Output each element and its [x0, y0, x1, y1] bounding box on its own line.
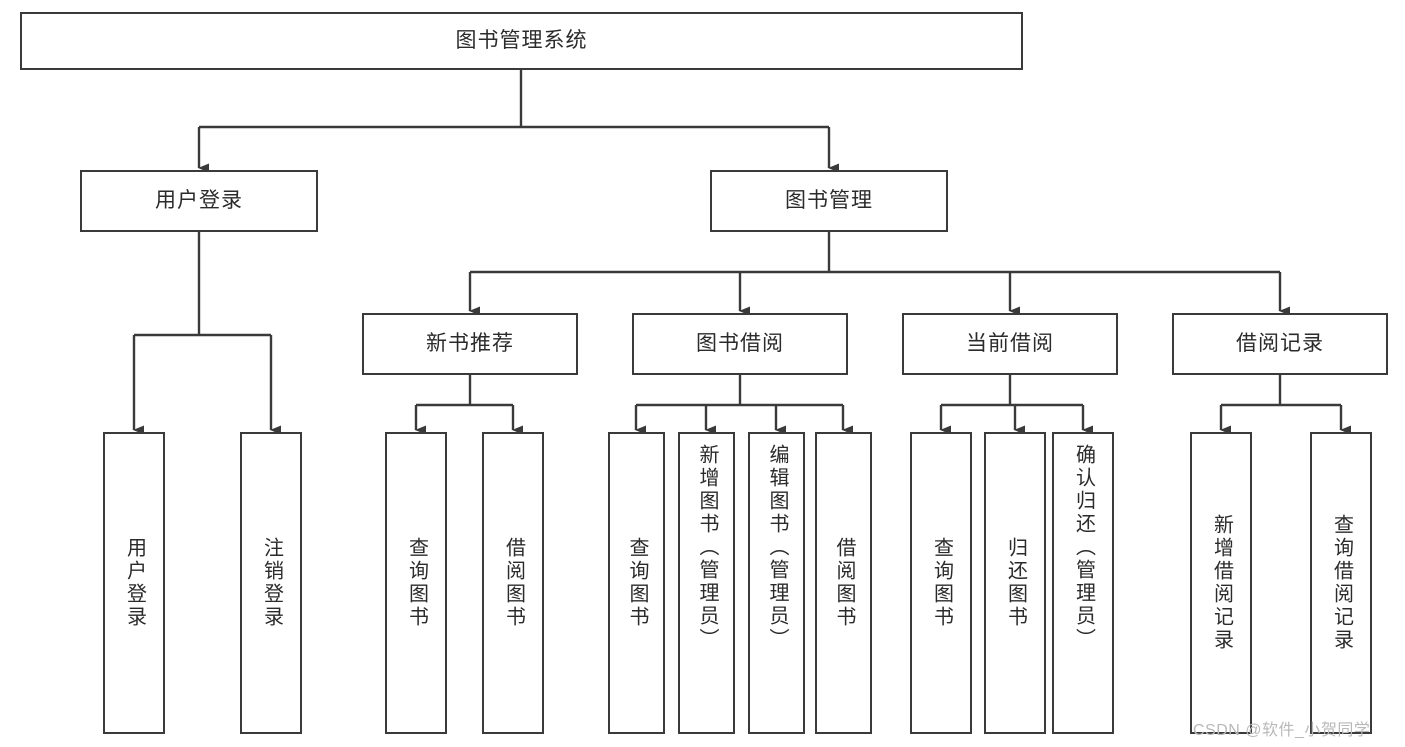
- node-leaf-borrow-book-rec[interactable]: 借阅图书: [482, 432, 544, 734]
- node-label: 编辑图书（管理员）: [766, 444, 788, 651]
- node-label: 注销登录: [260, 537, 283, 629]
- node-label: 查询图书: [930, 537, 953, 629]
- node-label: 借阅图书: [502, 537, 525, 629]
- node-leaf-query-borrow-record[interactable]: 查询借阅记录: [1310, 432, 1372, 734]
- node-label: 借阅图书: [833, 537, 855, 629]
- node-leaf-borrow-book[interactable]: 借阅图书: [815, 432, 872, 734]
- node-label: 确认归还（管理员）: [1072, 444, 1095, 651]
- csdn-watermark: CSDN @软件_小贺同学: [1193, 722, 1371, 739]
- node-label: 图书借阅: [696, 332, 784, 356]
- node-book-borrow[interactable]: 图书借阅: [632, 313, 848, 375]
- node-label: 新增借阅记录: [1210, 514, 1233, 652]
- node-leaf-edit-book-admin[interactable]: 编辑图书（管理员）: [748, 432, 805, 734]
- node-label: 当前借阅: [966, 332, 1054, 356]
- node-label: 新增图书（管理员）: [696, 444, 718, 651]
- node-user-login[interactable]: 用户登录: [80, 170, 318, 232]
- node-leaf-add-book-admin[interactable]: 新增图书（管理员）: [678, 432, 735, 734]
- node-root[interactable]: 图书管理系统: [20, 12, 1023, 70]
- node-new-book-recommend[interactable]: 新书推荐: [362, 313, 578, 375]
- node-label: 查询图书: [626, 537, 648, 629]
- node-label: 查询图书: [405, 537, 428, 629]
- node-label: 用户登录: [155, 189, 243, 213]
- node-label: 归还图书: [1004, 537, 1027, 629]
- node-leaf-return-book[interactable]: 归还图书: [984, 432, 1046, 734]
- node-label: 图书管理: [785, 189, 873, 213]
- node-label: 借阅记录: [1236, 332, 1324, 356]
- node-leaf-confirm-return-admin[interactable]: 确认归还（管理员）: [1052, 432, 1114, 734]
- node-leaf-query-book-rec[interactable]: 查询图书: [385, 432, 447, 734]
- node-label: 图书管理系统: [455, 29, 588, 53]
- node-borrow-record[interactable]: 借阅记录: [1172, 313, 1388, 375]
- node-current-borrow[interactable]: 当前借阅: [902, 313, 1118, 375]
- node-book-manage[interactable]: 图书管理: [710, 170, 948, 232]
- node-leaf-logout[interactable]: 注销登录: [240, 432, 302, 734]
- node-leaf-user-login[interactable]: 用户登录: [103, 432, 165, 734]
- node-leaf-query-book-current[interactable]: 查询图书: [910, 432, 972, 734]
- node-label: 新书推荐: [426, 332, 514, 356]
- node-label: 查询借阅记录: [1330, 514, 1353, 652]
- node-label: 用户登录: [123, 537, 146, 629]
- node-leaf-add-borrow-record[interactable]: 新增借阅记录: [1190, 432, 1252, 734]
- node-leaf-query-book-borrow[interactable]: 查询图书: [608, 432, 665, 734]
